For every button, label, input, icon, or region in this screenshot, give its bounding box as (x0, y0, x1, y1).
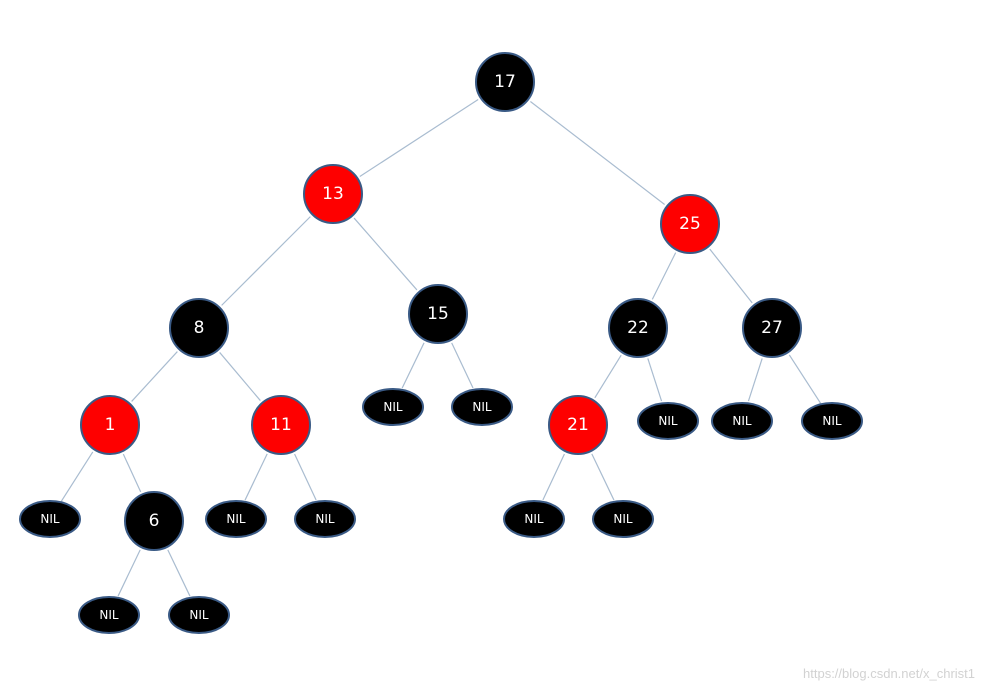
red-node-circle (660, 194, 720, 254)
node-label: NIL (315, 512, 335, 526)
node-label: NIL (40, 512, 60, 526)
nil-ellipse (168, 596, 230, 634)
red-node-circle (251, 395, 311, 455)
nil-leaf-nil11b: NIL (294, 500, 356, 538)
tree-node-n6: 6 (124, 491, 184, 551)
node-label: 11 (270, 415, 292, 435)
edge-n6-nil6a (117, 549, 141, 597)
nil-leaf-nil15a: NIL (362, 388, 424, 426)
watermark-text: https://blog.csdn.net/x_christ1 (803, 666, 975, 681)
red-node-circle (80, 395, 140, 455)
nil-ellipse (801, 402, 863, 440)
black-node-circle (608, 298, 668, 358)
red-node-circle (548, 395, 608, 455)
edge-n11-nil11a (244, 453, 268, 501)
edge-n27-nil27b (788, 354, 822, 404)
edge-n25-n22 (651, 252, 677, 300)
black-node-circle (124, 491, 184, 551)
edge-n11-nil11b (294, 453, 317, 501)
nil-ellipse (592, 500, 654, 538)
red-node-circle (303, 164, 363, 224)
node-label: 21 (567, 415, 589, 435)
tree-node-n8: 8 (169, 298, 229, 358)
node-label: 1 (105, 415, 116, 435)
edge-n22-n21 (594, 354, 622, 399)
node-label: NIL (732, 414, 752, 428)
node-label: 25 (679, 214, 701, 234)
node-label: 6 (149, 511, 160, 531)
edge-n8-n1 (131, 351, 178, 402)
edge-n8-n11 (219, 352, 261, 401)
nil-leaf-nil21a: NIL (503, 500, 565, 538)
node-label: NIL (472, 400, 492, 414)
tree-node-n21: 21 (548, 395, 608, 455)
node-label: 27 (761, 318, 783, 338)
nil-leaf-nil11a: NIL (205, 500, 267, 538)
node-label: 13 (322, 184, 344, 204)
nil-leaf-nil6b: NIL (168, 596, 230, 634)
tree-node-n22: 22 (608, 298, 668, 358)
tree-node-n17: 17 (475, 52, 535, 112)
node-label: NIL (189, 608, 209, 622)
nil-leaf-nil27b: NIL (801, 402, 863, 440)
node-label: 15 (427, 304, 449, 324)
edge-n1-n6 (122, 453, 142, 493)
edge-n13-n15 (353, 217, 418, 291)
node-label: NIL (658, 414, 678, 428)
edge-n25-n27 (709, 248, 753, 304)
edge-n21-nil21b (591, 453, 615, 501)
node-label: NIL (822, 414, 842, 428)
black-node-circle (475, 52, 535, 112)
nil-ellipse (451, 388, 513, 426)
nil-ellipse (503, 500, 565, 538)
black-node-circle (408, 284, 468, 344)
nil-leaf-nil15b: NIL (451, 388, 513, 426)
tree-node-n13: 13 (303, 164, 363, 224)
edge-n17-n25 (530, 101, 665, 205)
nil-ellipse (362, 388, 424, 426)
nil-ellipse (711, 402, 773, 440)
node-label: 17 (494, 72, 516, 92)
tree-node-n27: 27 (742, 298, 802, 358)
nil-ellipse (78, 596, 140, 634)
tree-node-n1: 1 (80, 395, 140, 455)
nil-leaf-nil21b: NIL (592, 500, 654, 538)
edge-n15-nil15a (401, 342, 425, 389)
nil-leaf-nil27a: NIL (711, 402, 773, 440)
node-label: NIL (226, 512, 246, 526)
edge-n15-nil15b (451, 342, 474, 389)
edge-n1-nil1 (60, 451, 94, 502)
nil-ellipse (294, 500, 356, 538)
nil-leaf-nil1: NIL (19, 500, 81, 538)
nil-ellipse (205, 500, 267, 538)
edge-n17-n13 (359, 98, 479, 178)
tree-node-n15: 15 (408, 284, 468, 344)
nil-ellipse (637, 402, 699, 440)
node-label: NIL (524, 512, 544, 526)
edge-n6-nil6b (167, 549, 191, 597)
black-node-circle (169, 298, 229, 358)
node-label: NIL (613, 512, 633, 526)
node-label: 22 (627, 318, 649, 338)
tree-edges (60, 98, 822, 597)
edge-n21-nil21a (542, 453, 565, 501)
node-label: NIL (383, 400, 403, 414)
node-label: NIL (99, 608, 119, 622)
tree-node-n25: 25 (660, 194, 720, 254)
tree-node-n11: 11 (251, 395, 311, 455)
edge-n22-nil22 (647, 358, 663, 402)
nil-ellipse (19, 500, 81, 538)
edge-n13-n8 (221, 216, 311, 306)
node-label: 8 (194, 318, 205, 338)
nil-leaf-nil22: NIL (637, 402, 699, 440)
edge-n27-nil27a (747, 358, 763, 402)
black-node-circle (742, 298, 802, 358)
nil-leaf-nil6a: NIL (78, 596, 140, 634)
